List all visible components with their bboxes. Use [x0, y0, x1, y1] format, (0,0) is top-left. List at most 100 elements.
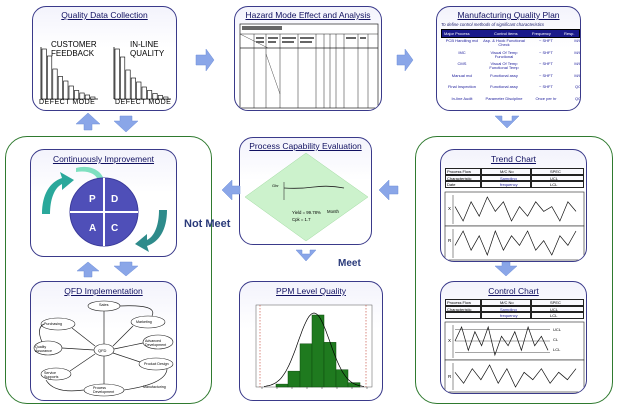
header-cell: Sampling frequency — [481, 174, 531, 187]
pareto-bar — [125, 69, 131, 100]
mqp-header-frequency: Frequency — [532, 31, 551, 36]
pareto-bar — [63, 80, 69, 100]
mqp-cell: QC — [575, 84, 581, 89]
mqp-header-resp: Resp. — [564, 31, 575, 36]
ppm-bar — [335, 369, 349, 388]
pce-title: Process Capability Evaluation — [249, 141, 362, 151]
header-cell: Process Flow — [445, 168, 481, 175]
mqp-cell: Final Inspection — [447, 84, 476, 89]
pce-yield-label: Yield = 99.78% — [292, 210, 321, 215]
pareto-bar — [136, 81, 142, 100]
pareto-bar — [90, 96, 96, 100]
pareto-bar — [84, 94, 90, 100]
mqp-cell: ~ SHFT — [539, 61, 553, 66]
mqp-cell: Visual Of Temp Functional Temp — [489, 61, 519, 71]
pareto-bar — [68, 85, 74, 100]
hmea-title: Hazard Mode Effect and Analysis — [245, 10, 371, 20]
header-cell: Sampling frequency — [481, 305, 531, 318]
header-cell: Characteristic — [445, 174, 481, 182]
in-line-quality-pareto — [113, 47, 171, 100]
customer-feedback-pareto — [40, 47, 98, 100]
qfd-node-purchasing: Purchasing — [44, 322, 62, 326]
ppm-normal-curve — [263, 312, 365, 387]
qfd-node-marketing: Marketing — [136, 320, 152, 324]
pareto-bar — [47, 55, 53, 100]
mqp-cell: M/C — [574, 61, 581, 66]
pareto-bar — [79, 92, 85, 100]
pareto-bar — [114, 48, 120, 100]
pdca-d: D — [111, 194, 119, 205]
arrow-down-left — [113, 115, 139, 133]
header-cell: LCL — [531, 312, 584, 319]
pdca-c: C — [111, 223, 119, 234]
mqp-cell: ~ SHFT — [539, 49, 553, 55]
mqp-cell: Asp. & Hook Functional Check — [483, 38, 525, 48]
not-meet-label: Not Meet — [184, 218, 231, 230]
qfd-node-manufacturing: Manufacturing — [143, 385, 166, 389]
ppm-title: PPM Level Quality — [276, 286, 346, 296]
ppm-level-quality-panel: PPM Level Quality — [239, 281, 383, 401]
continuous-improvement-panel: Continuously Improvement P D A C — [30, 149, 177, 257]
pareto-bar — [57, 76, 63, 100]
pareto-bar — [52, 68, 58, 100]
mqp-cell: Parameter Discipline — [485, 95, 523, 101]
mqp-cell: Functional assy — [490, 72, 518, 78]
pareto-bar — [130, 77, 136, 100]
header-cell: Date — [445, 181, 481, 188]
mqp-header-process: Major Process — [444, 31, 470, 36]
customer-feedback-label: CUSTOMER FEEDBACK — [51, 40, 97, 58]
header-cell: UCL — [531, 174, 584, 182]
quality-data-collection-panel: Quality Data Collection CUSTOMER FEEDBAC… — [32, 6, 177, 111]
arrow-right-2 — [396, 48, 414, 72]
header-cell: LCL — [531, 181, 584, 188]
arrow-up-left — [75, 112, 101, 131]
pareto-bar — [152, 93, 158, 100]
process-capability-panel: Process Capability Evaluation Ghr Yield … — [239, 137, 372, 245]
ppm-histogram — [255, 304, 373, 389]
pdca-a: A — [89, 223, 97, 234]
arrow-right-1 — [195, 48, 215, 72]
pareto-bar — [141, 86, 147, 100]
pareto-bar — [41, 48, 47, 100]
pareto-bar — [120, 56, 126, 100]
control-ucl-label: UCL — [553, 327, 562, 332]
control-cl-label: CL — [553, 337, 559, 342]
control-x-chart — [444, 321, 585, 361]
qfd-node-qa: Quality Assurance — [35, 345, 52, 353]
qfd-network — [33, 300, 174, 397]
control-x-label: X — [448, 338, 452, 343]
header-cell: SPEC — [531, 299, 584, 306]
mqp-cell: In-line Audit — [451, 95, 473, 101]
arrow-down-qfd — [113, 261, 139, 277]
mqp-header-row: Major Process Control items Frequency Re… — [441, 29, 580, 38]
header-cell: SPEC — [531, 168, 584, 175]
qfd-node-center: QFD — [98, 348, 107, 353]
qfd-node-sales: Sales — [99, 303, 109, 307]
pce-month-label: Month — [327, 209, 339, 214]
mqp-cell: PCB Handling mcl — [445, 38, 479, 43]
control-lcl-label: LCL — [553, 347, 561, 352]
defect-mode-label-right: DEFECT MODE — [115, 99, 172, 106]
ppm-bar — [347, 382, 361, 388]
arrow-left-pce — [378, 179, 399, 201]
arrow-down-meet — [295, 249, 317, 262]
mqp-cell: M/C — [574, 49, 581, 55]
mqp-cell: Functional assy — [490, 84, 518, 89]
pareto-bar — [74, 90, 80, 100]
mqp-cell: ~ SHFT — [539, 84, 553, 89]
trend-r-chart — [444, 225, 585, 261]
hazard-mode-effect-analysis-panel: Hazard Mode Effect and Analysis — [234, 6, 382, 111]
mqp-title: Manufacturing Quality Plan — [457, 10, 560, 20]
mqp-cell: ~ SHFT — [539, 72, 553, 78]
pdca-cycle — [42, 166, 167, 252]
arrow-up-qfd — [76, 261, 100, 278]
arrow-left-pce-ci — [221, 179, 241, 201]
chart-series-line — [454, 230, 577, 256]
trend-title: Trend Chart — [490, 154, 537, 164]
qfd-node-product-design: Product Design — [144, 362, 169, 366]
mqp-cell: QC — [575, 95, 581, 101]
pareto-bar — [157, 95, 163, 100]
